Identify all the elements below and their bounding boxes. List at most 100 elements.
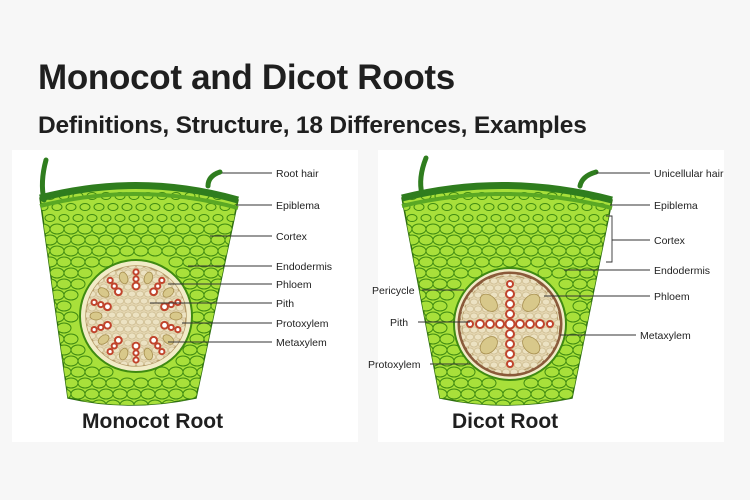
cortex-cell — [565, 399, 581, 405]
cortex-cell — [224, 300, 238, 312]
cortex-cell — [551, 245, 567, 257]
cortex-cell — [607, 267, 612, 279]
cortex-cell — [121, 203, 133, 211]
cortex-cell — [91, 223, 107, 235]
xylem-vessel — [110, 342, 118, 350]
cortex-cell — [586, 300, 602, 312]
cortex-cell — [495, 399, 511, 405]
cortex-cell — [441, 203, 453, 211]
cortex-cell — [551, 223, 567, 235]
pith-cell — [136, 332, 144, 340]
cortex-cell — [411, 245, 427, 257]
cortex-cell — [404, 300, 420, 312]
dicot-phloem — [479, 293, 541, 355]
pith-cell — [546, 305, 554, 313]
cortex-cell — [212, 214, 224, 222]
cortex-cell — [467, 377, 483, 389]
cortex-cell — [593, 289, 609, 301]
cortex-cell — [453, 223, 469, 235]
cortex-cell — [607, 311, 612, 323]
cortex-cell — [439, 377, 455, 389]
cortex-cell — [425, 377, 441, 389]
cortex-cell — [161, 377, 177, 389]
cortex-cell — [565, 377, 581, 389]
cortex-cell — [402, 300, 406, 312]
cortex-cell — [133, 399, 149, 405]
cortex-cell — [40, 278, 44, 290]
xylem-vessel — [106, 347, 114, 356]
cortex-cell — [65, 203, 77, 211]
pith-cell — [510, 368, 518, 374]
cortex-cell — [154, 388, 170, 400]
cortex-cell — [411, 223, 427, 235]
pith-cell — [490, 361, 498, 369]
phloem-patch — [143, 271, 153, 285]
dicot-label-unicellular-hair: Unicellular hair — [654, 168, 724, 180]
monocot-labels: Root hair Epiblema Cortex Endodermis Phl… — [276, 168, 332, 349]
cortex-cell — [40, 267, 51, 279]
cortex-cell — [420, 214, 432, 222]
cortex-cell — [177, 203, 189, 211]
cortex-cell — [516, 256, 532, 268]
cortex-cell — [203, 267, 219, 279]
cortex-cell — [40, 388, 44, 400]
cortex-cell — [460, 366, 476, 378]
cortex-cell — [439, 399, 455, 405]
pith-cell — [136, 266, 144, 270]
pith-cell — [474, 291, 482, 299]
cortex-cell — [170, 214, 182, 222]
pith-cell — [478, 312, 486, 320]
pith-cell — [156, 311, 164, 319]
cortex-cell — [600, 388, 612, 400]
cortex-cell — [460, 256, 476, 268]
cortex-cell — [217, 355, 233, 367]
cortex-cell — [182, 256, 198, 268]
cortex-cell — [40, 289, 51, 301]
pith-cell — [518, 312, 526, 320]
phloem-patch — [143, 347, 153, 361]
dicot-label-cortex: Cortex — [654, 235, 686, 247]
xylem-vessel — [149, 287, 159, 297]
cortex-cell — [593, 355, 609, 367]
xylem-vessel — [515, 319, 525, 329]
cortex-cell — [40, 300, 44, 312]
cortex-cell — [224, 256, 238, 268]
cortex-cell — [49, 399, 65, 405]
cortex-cell — [404, 234, 420, 246]
cortex-cell — [105, 399, 121, 405]
cortex-cell — [224, 366, 238, 378]
cortex-cell — [574, 214, 586, 222]
pith-cell — [526, 354, 534, 362]
pith-cell — [514, 347, 522, 355]
cortex-cell — [217, 399, 233, 405]
cortex-cell — [44, 214, 56, 222]
xylem-vessel — [174, 325, 182, 334]
pith-cell — [120, 304, 128, 312]
pith-cell — [494, 312, 502, 320]
cortex-cell — [203, 399, 219, 405]
cortex-cell — [79, 203, 91, 211]
cortex-cell — [446, 256, 462, 268]
dicot-labels: Unicellular hair Epiblema Cortex Endoder… — [368, 168, 724, 371]
xylem-vessel — [504, 318, 516, 330]
cortex-cell — [100, 214, 112, 222]
cortex-cell — [42, 366, 58, 378]
pith-cell — [498, 347, 506, 355]
cortex-cell — [565, 267, 581, 279]
cortex-cell — [210, 234, 226, 246]
monocot-epiblema-band — [39, 181, 239, 204]
pith-cell — [498, 305, 506, 313]
cortex-cell — [217, 377, 233, 389]
cortex-cell — [198, 214, 210, 222]
pith-cell — [542, 340, 550, 348]
cortex-cell — [49, 223, 65, 235]
pith-cell — [462, 312, 470, 320]
cortex-cell — [567, 203, 579, 211]
xylem-vessel — [132, 349, 140, 357]
cortex-cell — [149, 203, 161, 211]
pith-cell — [470, 312, 478, 320]
pith-cell — [550, 326, 558, 334]
pith-cell — [116, 297, 124, 305]
xylem-vessel — [505, 349, 515, 359]
